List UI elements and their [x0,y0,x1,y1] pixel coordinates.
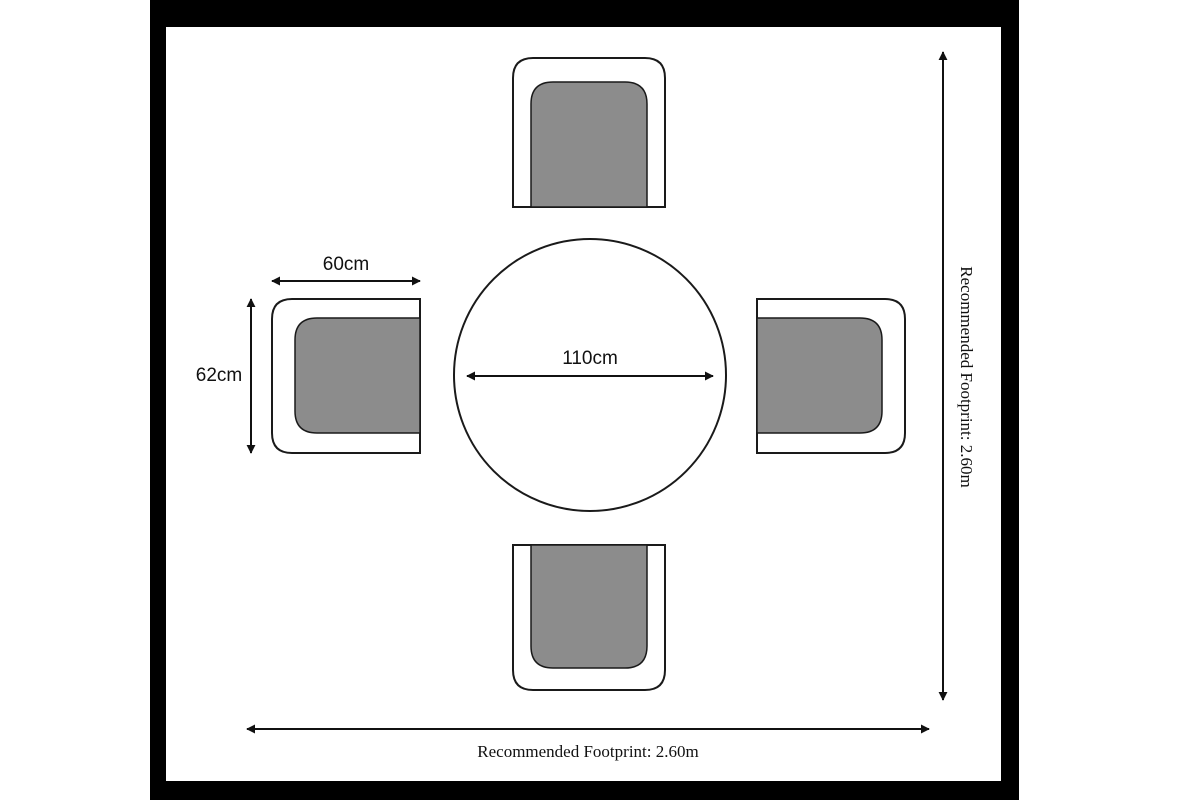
chair-width-label: 60cm [323,254,369,275]
chair-bottom [512,544,666,691]
chair-cushion [294,317,421,434]
chair-top [512,57,666,208]
chair-left [271,298,421,454]
chair-depth-label: 62cm [196,365,242,386]
chair-cushion [756,317,883,434]
footprint-vertical-label: Recommended Footprint: 2.60m [957,266,976,487]
chair-cushion [530,81,648,208]
footprint-horizontal-label: Recommended Footprint: 2.60m [477,742,698,761]
table-diameter-label: 110cm [562,348,618,369]
chair-cushion [530,544,648,669]
chair-right [756,298,906,454]
